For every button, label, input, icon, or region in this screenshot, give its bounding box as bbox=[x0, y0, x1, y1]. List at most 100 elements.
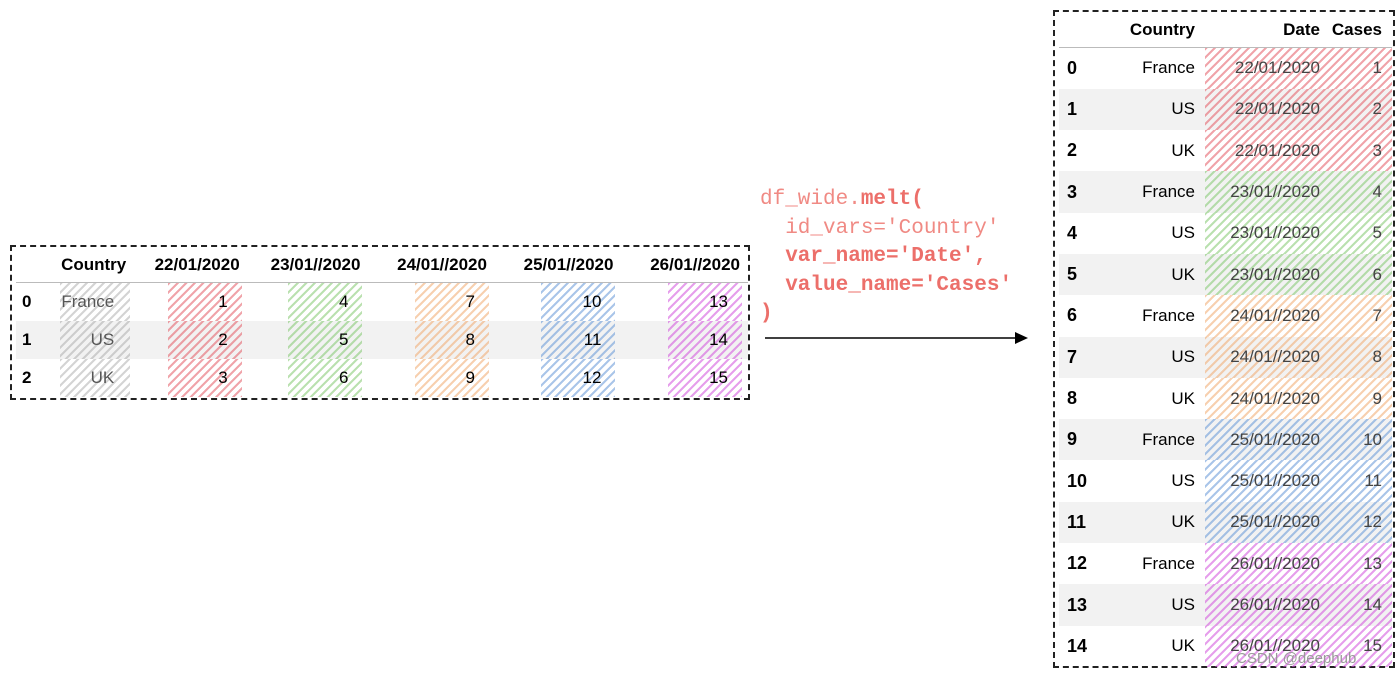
code-token-bold: melt( bbox=[860, 188, 924, 211]
country-cell: France bbox=[1142, 429, 1195, 449]
table-row: 9 France 25/01//2020 10 bbox=[1059, 419, 1392, 461]
date-cell: 24/01//2020 bbox=[1205, 295, 1324, 337]
row-index: 0 bbox=[1067, 57, 1078, 78]
cell-value: 26/01//2020 bbox=[1230, 595, 1320, 614]
cell-value: 9 bbox=[1372, 388, 1382, 408]
country-cell: UK bbox=[1171, 140, 1195, 160]
cases-cell: 10 bbox=[1324, 419, 1392, 461]
long-col-header: Country bbox=[1111, 13, 1205, 48]
hatch-highlight bbox=[1205, 88, 1324, 131]
code-line-2: id_vars='Country' bbox=[760, 216, 1000, 240]
hatch-highlight bbox=[1205, 130, 1324, 172]
cases-cell: 9 bbox=[1324, 377, 1392, 420]
cell-value: 6 bbox=[1372, 264, 1382, 284]
wide-col-header: 25/01//2020 bbox=[494, 248, 622, 283]
table-row: 11 UK 25/01//2020 12 bbox=[1059, 501, 1392, 544]
hatch-highlight bbox=[288, 358, 363, 397]
cell-value: 23/01//2020 bbox=[1230, 182, 1320, 202]
cell-value: 26/01//2020 bbox=[1230, 636, 1320, 656]
cell-value: 22/01/2020 bbox=[1234, 58, 1320, 78]
hatch-highlight bbox=[1324, 419, 1392, 461]
table-row: 5 UK 23/01//2020 6 bbox=[1059, 253, 1392, 296]
hatch-highlight bbox=[288, 320, 363, 359]
date-cell: 25/01//2020 bbox=[1205, 419, 1324, 461]
country-cell: France bbox=[53, 283, 134, 321]
code-line-4: value_name='Cases' bbox=[760, 273, 1013, 297]
table-row: 8 UK 24/01//2020 9 bbox=[1059, 377, 1392, 420]
hatch-highlight bbox=[1324, 295, 1392, 337]
hatch-highlight bbox=[1205, 212, 1324, 254]
hatch-highlight bbox=[1324, 336, 1392, 378]
country-cell: US bbox=[1171, 99, 1195, 119]
wide-table: Country 22/01/2020 23/01//2020 24/01//20… bbox=[16, 248, 748, 397]
value-cell: 12 bbox=[495, 358, 622, 397]
cell-value: UK bbox=[90, 367, 115, 387]
country-cell: UK bbox=[1171, 636, 1195, 656]
cell-value: 6 bbox=[338, 367, 349, 387]
melt-code: df_wide.melt( id_vars='Country' var_name… bbox=[760, 186, 1012, 329]
hatch-highlight bbox=[1324, 625, 1392, 667]
date-cell: 26/01//2020 bbox=[1205, 584, 1324, 626]
cases-cell: 7 bbox=[1324, 295, 1392, 337]
country-cell: UK bbox=[1171, 264, 1195, 284]
cases-cell: 4 bbox=[1324, 171, 1392, 213]
wide-col-header: 22/01/2020 bbox=[134, 248, 248, 283]
cell-value: 23/01//2020 bbox=[1230, 264, 1320, 284]
row-index: 14 bbox=[1067, 635, 1088, 656]
date-cell: 26/01//2020 bbox=[1205, 543, 1324, 585]
hatch-highlight bbox=[414, 320, 489, 359]
cell-value: 7 bbox=[465, 291, 475, 311]
cell-value: 11 bbox=[1364, 471, 1382, 491]
row-index: 10 bbox=[1067, 470, 1088, 491]
value-cell: 4 bbox=[248, 283, 369, 321]
value-cell: 14 bbox=[621, 320, 748, 359]
hatch-highlight bbox=[1324, 584, 1392, 626]
hatch-highlight bbox=[541, 358, 616, 397]
hatch-highlight bbox=[1205, 253, 1324, 296]
country-cell: France bbox=[1142, 305, 1195, 325]
cell-value: 25/01//2020 bbox=[1230, 471, 1320, 491]
cell-value: 13 bbox=[709, 291, 728, 311]
cases-cell: 5 bbox=[1324, 212, 1392, 254]
code-line-3: var_name='Date', bbox=[760, 245, 987, 268]
table-row: 14 UK 26/01//2020 15 bbox=[1059, 625, 1392, 667]
table-row: 10 US 25/01//2020 11 bbox=[1059, 460, 1392, 502]
hatch-highlight bbox=[414, 358, 489, 397]
value-cell: 2 bbox=[134, 320, 247, 359]
value-cell: 8 bbox=[368, 320, 495, 359]
wide-dataframe: Country 22/01/2020 23/01//2020 24/01//20… bbox=[10, 245, 750, 400]
cell-value: 1 bbox=[1372, 58, 1382, 78]
cell-value: US bbox=[90, 329, 115, 349]
watermark: CSDN @deephub bbox=[1236, 650, 1357, 667]
hatch-highlight bbox=[167, 283, 242, 321]
cell-value: 14 bbox=[709, 329, 728, 349]
row-index: 12 bbox=[1067, 553, 1088, 574]
hatch-highlight bbox=[1324, 48, 1392, 89]
country-cell: UK bbox=[1171, 512, 1195, 532]
table-row: 12 France 26/01//2020 13 bbox=[1059, 543, 1392, 585]
hatch-highlight bbox=[288, 283, 363, 321]
cell-value: 22/01/2020 bbox=[1234, 140, 1320, 160]
row-index: 4 bbox=[1067, 222, 1078, 243]
row-index: 2 bbox=[1067, 140, 1078, 161]
value-cell: 6 bbox=[248, 358, 369, 397]
long-col-header: Date bbox=[1205, 13, 1324, 48]
row-index: 5 bbox=[1067, 264, 1078, 285]
row-index: 6 bbox=[1067, 305, 1078, 326]
hatch-highlight bbox=[1324, 212, 1392, 254]
cell-value: 14 bbox=[1363, 595, 1382, 614]
cell-value: 25/01//2020 bbox=[1230, 429, 1320, 449]
date-cell: 22/01/2020 bbox=[1205, 88, 1324, 131]
hatch-highlight bbox=[1205, 584, 1324, 626]
hatch-highlight bbox=[414, 283, 489, 321]
cell-value: 9 bbox=[465, 367, 475, 387]
row-index: 13 bbox=[1067, 594, 1088, 615]
hatch-highlight bbox=[1205, 295, 1324, 337]
country-cell: US bbox=[1171, 223, 1195, 243]
hatch-highlight bbox=[668, 358, 742, 397]
cell-value: 24/01//2020 bbox=[1230, 305, 1320, 325]
hatch-highlight bbox=[668, 320, 742, 359]
cell-value: 8 bbox=[465, 329, 475, 349]
